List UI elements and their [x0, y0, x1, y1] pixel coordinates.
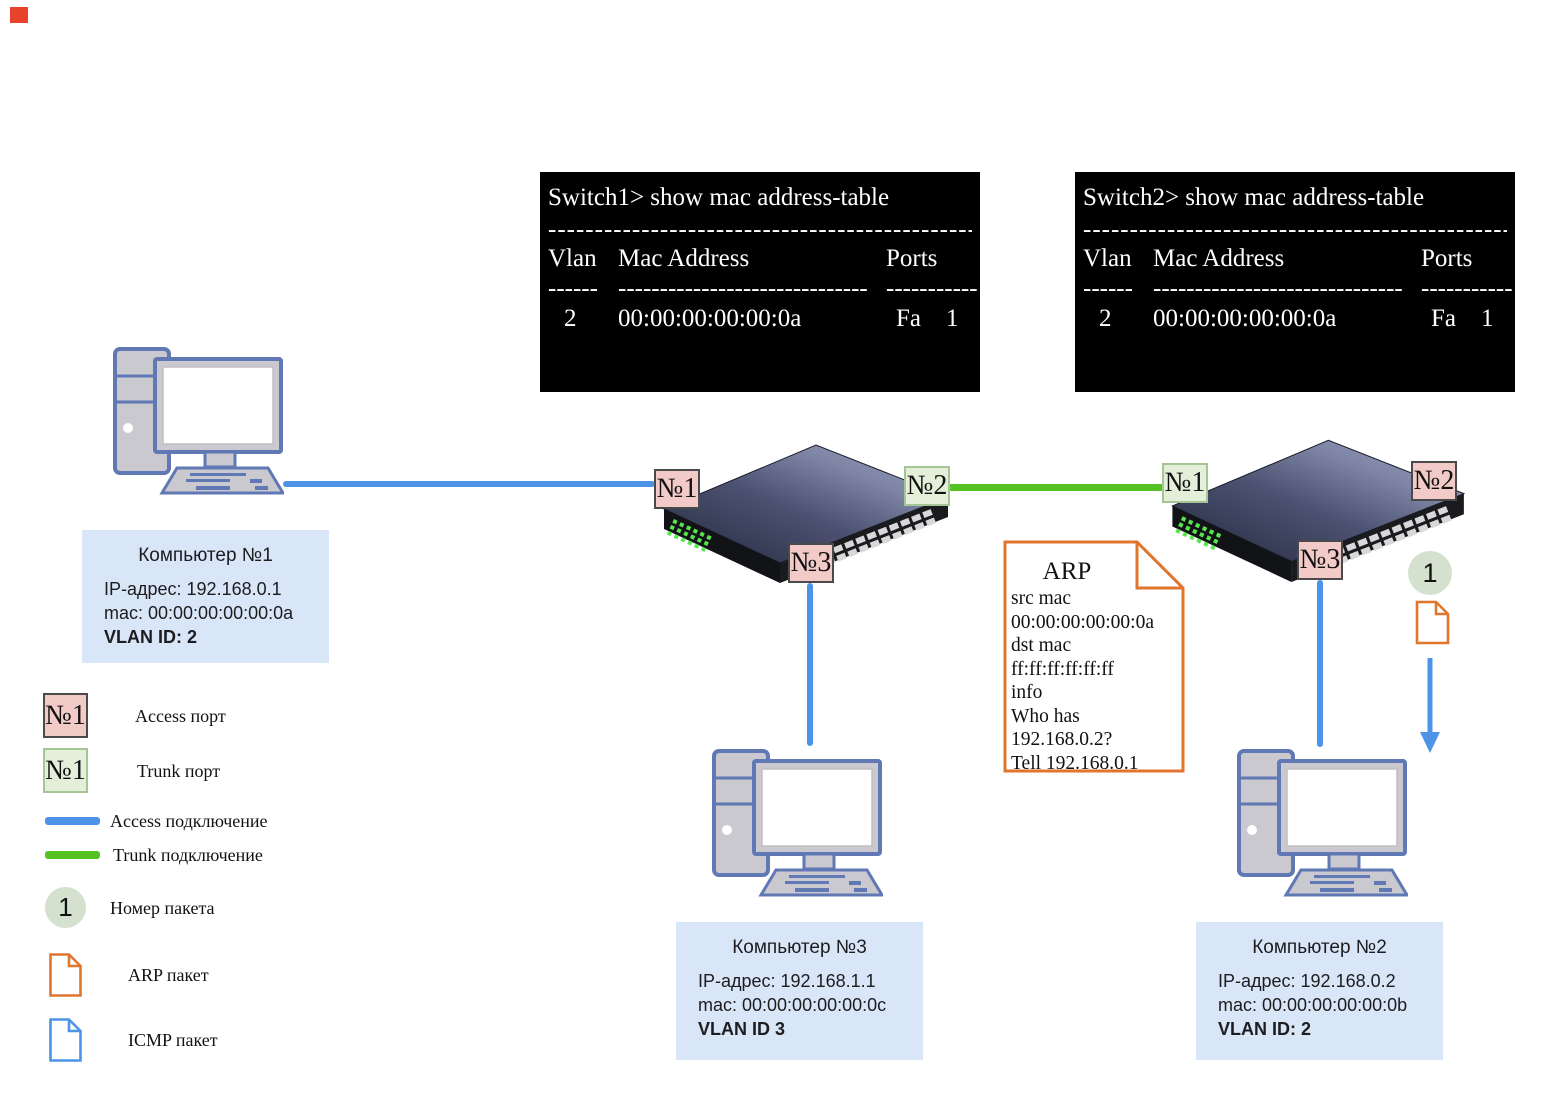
switch2-port3-label: №3 — [1297, 540, 1343, 580]
link-pc1-switch1 — [283, 481, 655, 487]
arp-line-tell: Tell 192.168.0.1 — [1011, 752, 1139, 774]
pc3-info-box: Компьютер №3 IP-адрес: 192.168.1.1 mac: … — [676, 922, 923, 1060]
pc3-mac: mac: 00:00:00:00:00:0c — [698, 995, 887, 1015]
terminal1-sep-vlan: ------ — [548, 275, 598, 302]
terminal2-sep-mac: ------------------------------ — [1153, 275, 1403, 302]
terminal2-separator-row: ------ ------------------------------ --… — [1083, 274, 1513, 304]
arp-line-who-has: Who has 192.168.0.2? — [1011, 705, 1113, 751]
link-switch1-pc3 — [807, 583, 813, 746]
terminal2-header-vlan: Vlan — [1083, 245, 1132, 272]
recording-indicator — [10, 7, 28, 23]
arp-packet-icon — [1415, 600, 1450, 645]
switch2-port1-label: №1 — [1162, 463, 1208, 503]
terminal1-header-row: Vlan Mac Address Ports — [548, 244, 972, 274]
packet-direction-arrow — [1420, 658, 1440, 753]
terminal2-sep-ports: ----------- — [1421, 275, 1513, 302]
pc1-info-box: Компьютер №1 IP-адрес: 192.168.0.1 mac: … — [82, 530, 329, 663]
terminal-switch2: Switch2> show mac address-table --------… — [1075, 172, 1515, 392]
terminal2-sep-vlan: ------ — [1083, 275, 1133, 302]
terminal2-header-ports: Ports — [1421, 245, 1473, 272]
legend-access-port-box: №1 — [43, 693, 88, 738]
terminal1-row-mac: 00:00:00:00:00:0a — [618, 305, 802, 332]
computer2-icon — [1237, 749, 1408, 897]
pc1-mac: mac: 00:00:00:00:00:0a — [104, 603, 294, 623]
legend-access-port-label: Access порт — [135, 706, 226, 726]
arp-line-src-mac: src mac — [1011, 588, 1072, 609]
pc3-title: Компьютер №3 — [732, 937, 867, 958]
link-switch1-switch2 — [948, 484, 1164, 491]
computer3-icon — [712, 749, 883, 897]
link-switch2-pc2 — [1317, 580, 1323, 747]
legend-icmp-packet-icon — [49, 1018, 82, 1062]
arp-box-lines: src mac 00:00:00:00:00:0a dst mac ff:ff:… — [1011, 587, 1185, 775]
pc1-title: Компьютер №1 — [138, 545, 273, 566]
arp-line-src-mac-value: 00:00:00:00:00:0a — [1011, 611, 1154, 633]
legend-packet-number-label: Номер пакета — [110, 898, 215, 918]
arp-line-dst-mac-value: ff:ff:ff:ff:ff:ff — [1011, 658, 1114, 680]
terminal2-row-vlan: 2 — [1099, 305, 1112, 332]
legend-trunk-link-label: Trunk подключение — [113, 845, 263, 865]
legend-access-link-swatch — [45, 817, 100, 825]
pc1-ip: IP-адрес: 192.168.0.1 — [104, 579, 282, 599]
terminal2-header-row: Vlan Mac Address Ports — [1083, 244, 1507, 274]
arp-document-outline — [1003, 540, 1185, 773]
switch1-port1-label: №1 — [654, 469, 700, 509]
computer1-icon — [113, 347, 284, 495]
arp-line-info: info — [1011, 682, 1043, 703]
pc2-mac: mac: 00:00:00:00:00:0b — [1218, 995, 1408, 1015]
legend-trunk-port-box: №1 — [43, 748, 88, 793]
terminal1-sep-mac: ------------------------------ — [618, 275, 868, 302]
switch1-port3-label: №3 — [788, 543, 834, 583]
terminal2-row-mac: 00:00:00:00:00:0a — [1153, 305, 1337, 332]
terminal1-header-ports: Ports — [886, 245, 938, 272]
terminal2-header-mac: Mac Address — [1153, 245, 1285, 272]
legend-packet-number-badge: 1 — [45, 887, 86, 928]
terminal1-sep-ports: ----------- — [886, 275, 978, 302]
arp-detail-box: ARP src mac 00:00:00:00:00:0a dst mac ff… — [1003, 540, 1185, 775]
pc3-ip: IP-адрес: 192.168.1.1 — [698, 971, 876, 991]
pc2-ip: IP-адрес: 192.168.0.2 — [1218, 971, 1396, 991]
terminal2-data-row: 2 00:00:00:00:00:0a Fa 1 — [1083, 304, 1507, 334]
terminal1-separator-row: ------ ------------------------------ --… — [548, 274, 978, 304]
packet-number-badge-1: 1 — [1408, 551, 1452, 595]
terminal1-data-row: 2 00:00:00:00:00:0a Fa 1 — [548, 304, 972, 334]
legend-access-link-label: Access подключение — [110, 811, 268, 831]
legend-arp-packet-label: ARP пакет — [128, 965, 209, 985]
pc2-vlan: VLAN ID: 2 — [1218, 1019, 1312, 1039]
pc2-info-box: Компьютер №2 IP-адрес: 192.168.0.2 mac: … — [1196, 922, 1443, 1060]
terminal-switch1: Switch1> show mac address-table --------… — [540, 172, 980, 392]
arp-box-title: ARP — [1042, 558, 1092, 585]
pc2-title: Компьютер №2 — [1252, 937, 1387, 958]
switch1-port2-label: №2 — [904, 466, 950, 506]
legend-trunk-port-label: Trunk порт — [137, 761, 221, 781]
pc3-vlan: VLAN ID 3 — [698, 1019, 786, 1039]
terminal2-row-ports: Fa 1 — [1431, 305, 1494, 332]
terminal1-row-vlan: 2 — [564, 305, 577, 332]
legend-icmp-packet-label: ICMP пакет — [128, 1030, 218, 1050]
legend-trunk-link-swatch — [45, 851, 100, 859]
switch2-port2-label: №2 — [1411, 461, 1457, 501]
terminal1-header-mac: Mac Address — [618, 245, 750, 272]
terminal1-command: Switch1> show mac address-table — [548, 184, 890, 211]
arp-line-dst-mac: dst mac — [1011, 635, 1072, 656]
terminal2-command: Switch2> show mac address-table — [1083, 184, 1425, 211]
terminal2-separator-top: ----------------------------------------… — [1083, 216, 1507, 243]
terminal1-separator-top: ----------------------------------------… — [548, 216, 972, 243]
terminal1-header-vlan: Vlan — [548, 245, 597, 272]
pc1-vlan: VLAN ID: 2 — [104, 627, 198, 647]
terminal1-row-ports: Fa 1 — [896, 305, 959, 332]
legend-arp-packet-icon — [49, 953, 82, 997]
